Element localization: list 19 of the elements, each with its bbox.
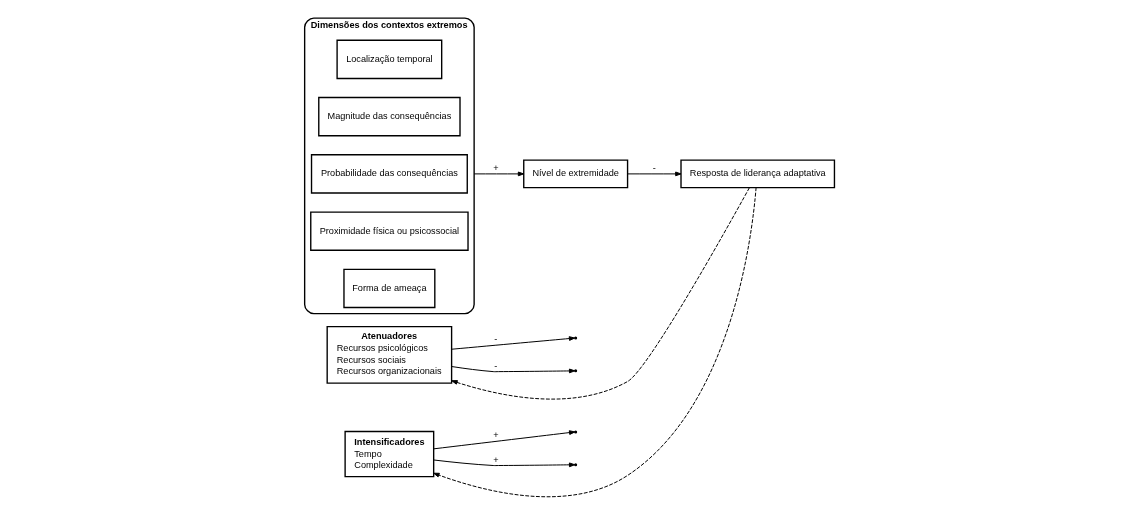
edge-label: - <box>493 333 497 344</box>
edge-label: + <box>492 429 499 440</box>
node-box: Forma de ameaça <box>342 268 435 308</box>
node-box: Intensificadores Tempo Complexidade <box>343 430 434 477</box>
arrow <box>450 186 750 400</box>
node-box: Localização temporal <box>335 39 442 79</box>
edge-label: - <box>652 162 656 173</box>
node-box: Proximidade física ou psicossocial <box>309 210 469 251</box>
node-box: Magnitude das consequências <box>317 96 461 136</box>
node-box: Resposta de liderança adaptativa <box>679 158 835 188</box>
node-box: Probabilidade das consequências <box>310 153 468 194</box>
arrow <box>473 171 524 176</box>
edge-label: + <box>492 162 499 173</box>
node-box: Nível de extremidade <box>522 158 628 188</box>
node-box: Atenuadores Recursos psicológicos Recursos sociais Recursos organizacionais <box>326 325 452 384</box>
edge-label: - <box>493 360 497 371</box>
arrow <box>626 171 681 176</box>
arrow <box>432 186 757 497</box>
edge-label: + <box>492 454 499 465</box>
